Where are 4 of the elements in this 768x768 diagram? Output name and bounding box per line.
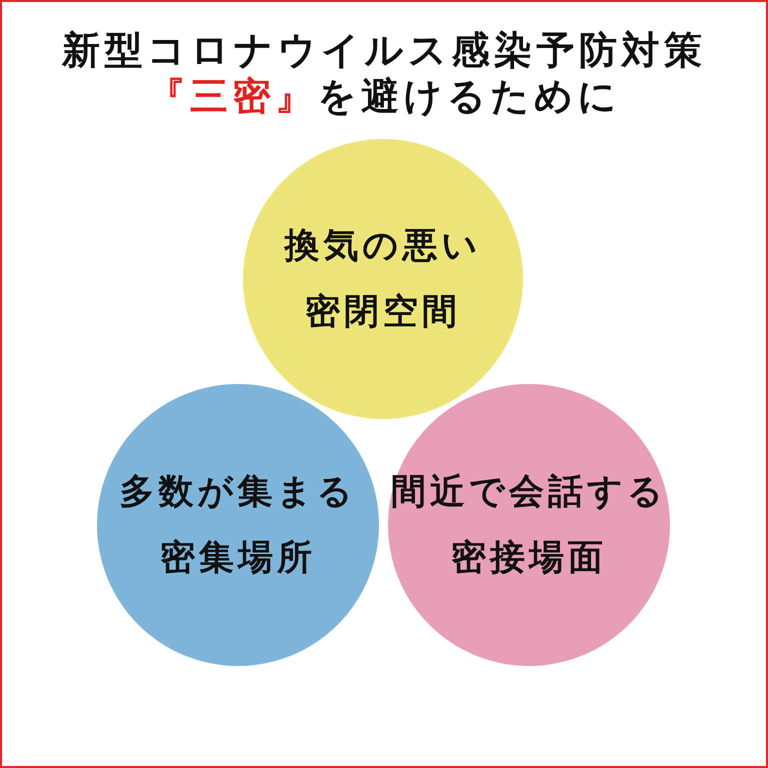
circle-label: 間近で会話する密接場面: [390, 471, 668, 580]
circle-label: 多数が集まる密集場所: [118, 471, 358, 580]
circle-label: 換気の悪い密閉空間: [283, 225, 482, 334]
title: 新型コロナウイルス感染予防対策『三密』を避けるために: [60, 27, 708, 119]
